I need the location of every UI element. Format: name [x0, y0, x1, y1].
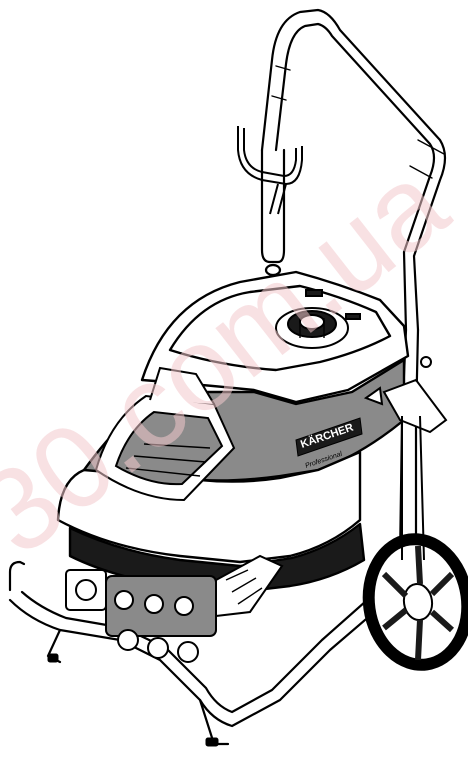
- hose-hook: [237, 126, 303, 215]
- wheel: [362, 533, 468, 671]
- pump-block: [65, 554, 284, 663]
- storage-tray: [94, 366, 236, 502]
- lance-holder: [363, 356, 448, 561]
- feet: [47, 653, 219, 747]
- reel-drum: [275, 289, 361, 349]
